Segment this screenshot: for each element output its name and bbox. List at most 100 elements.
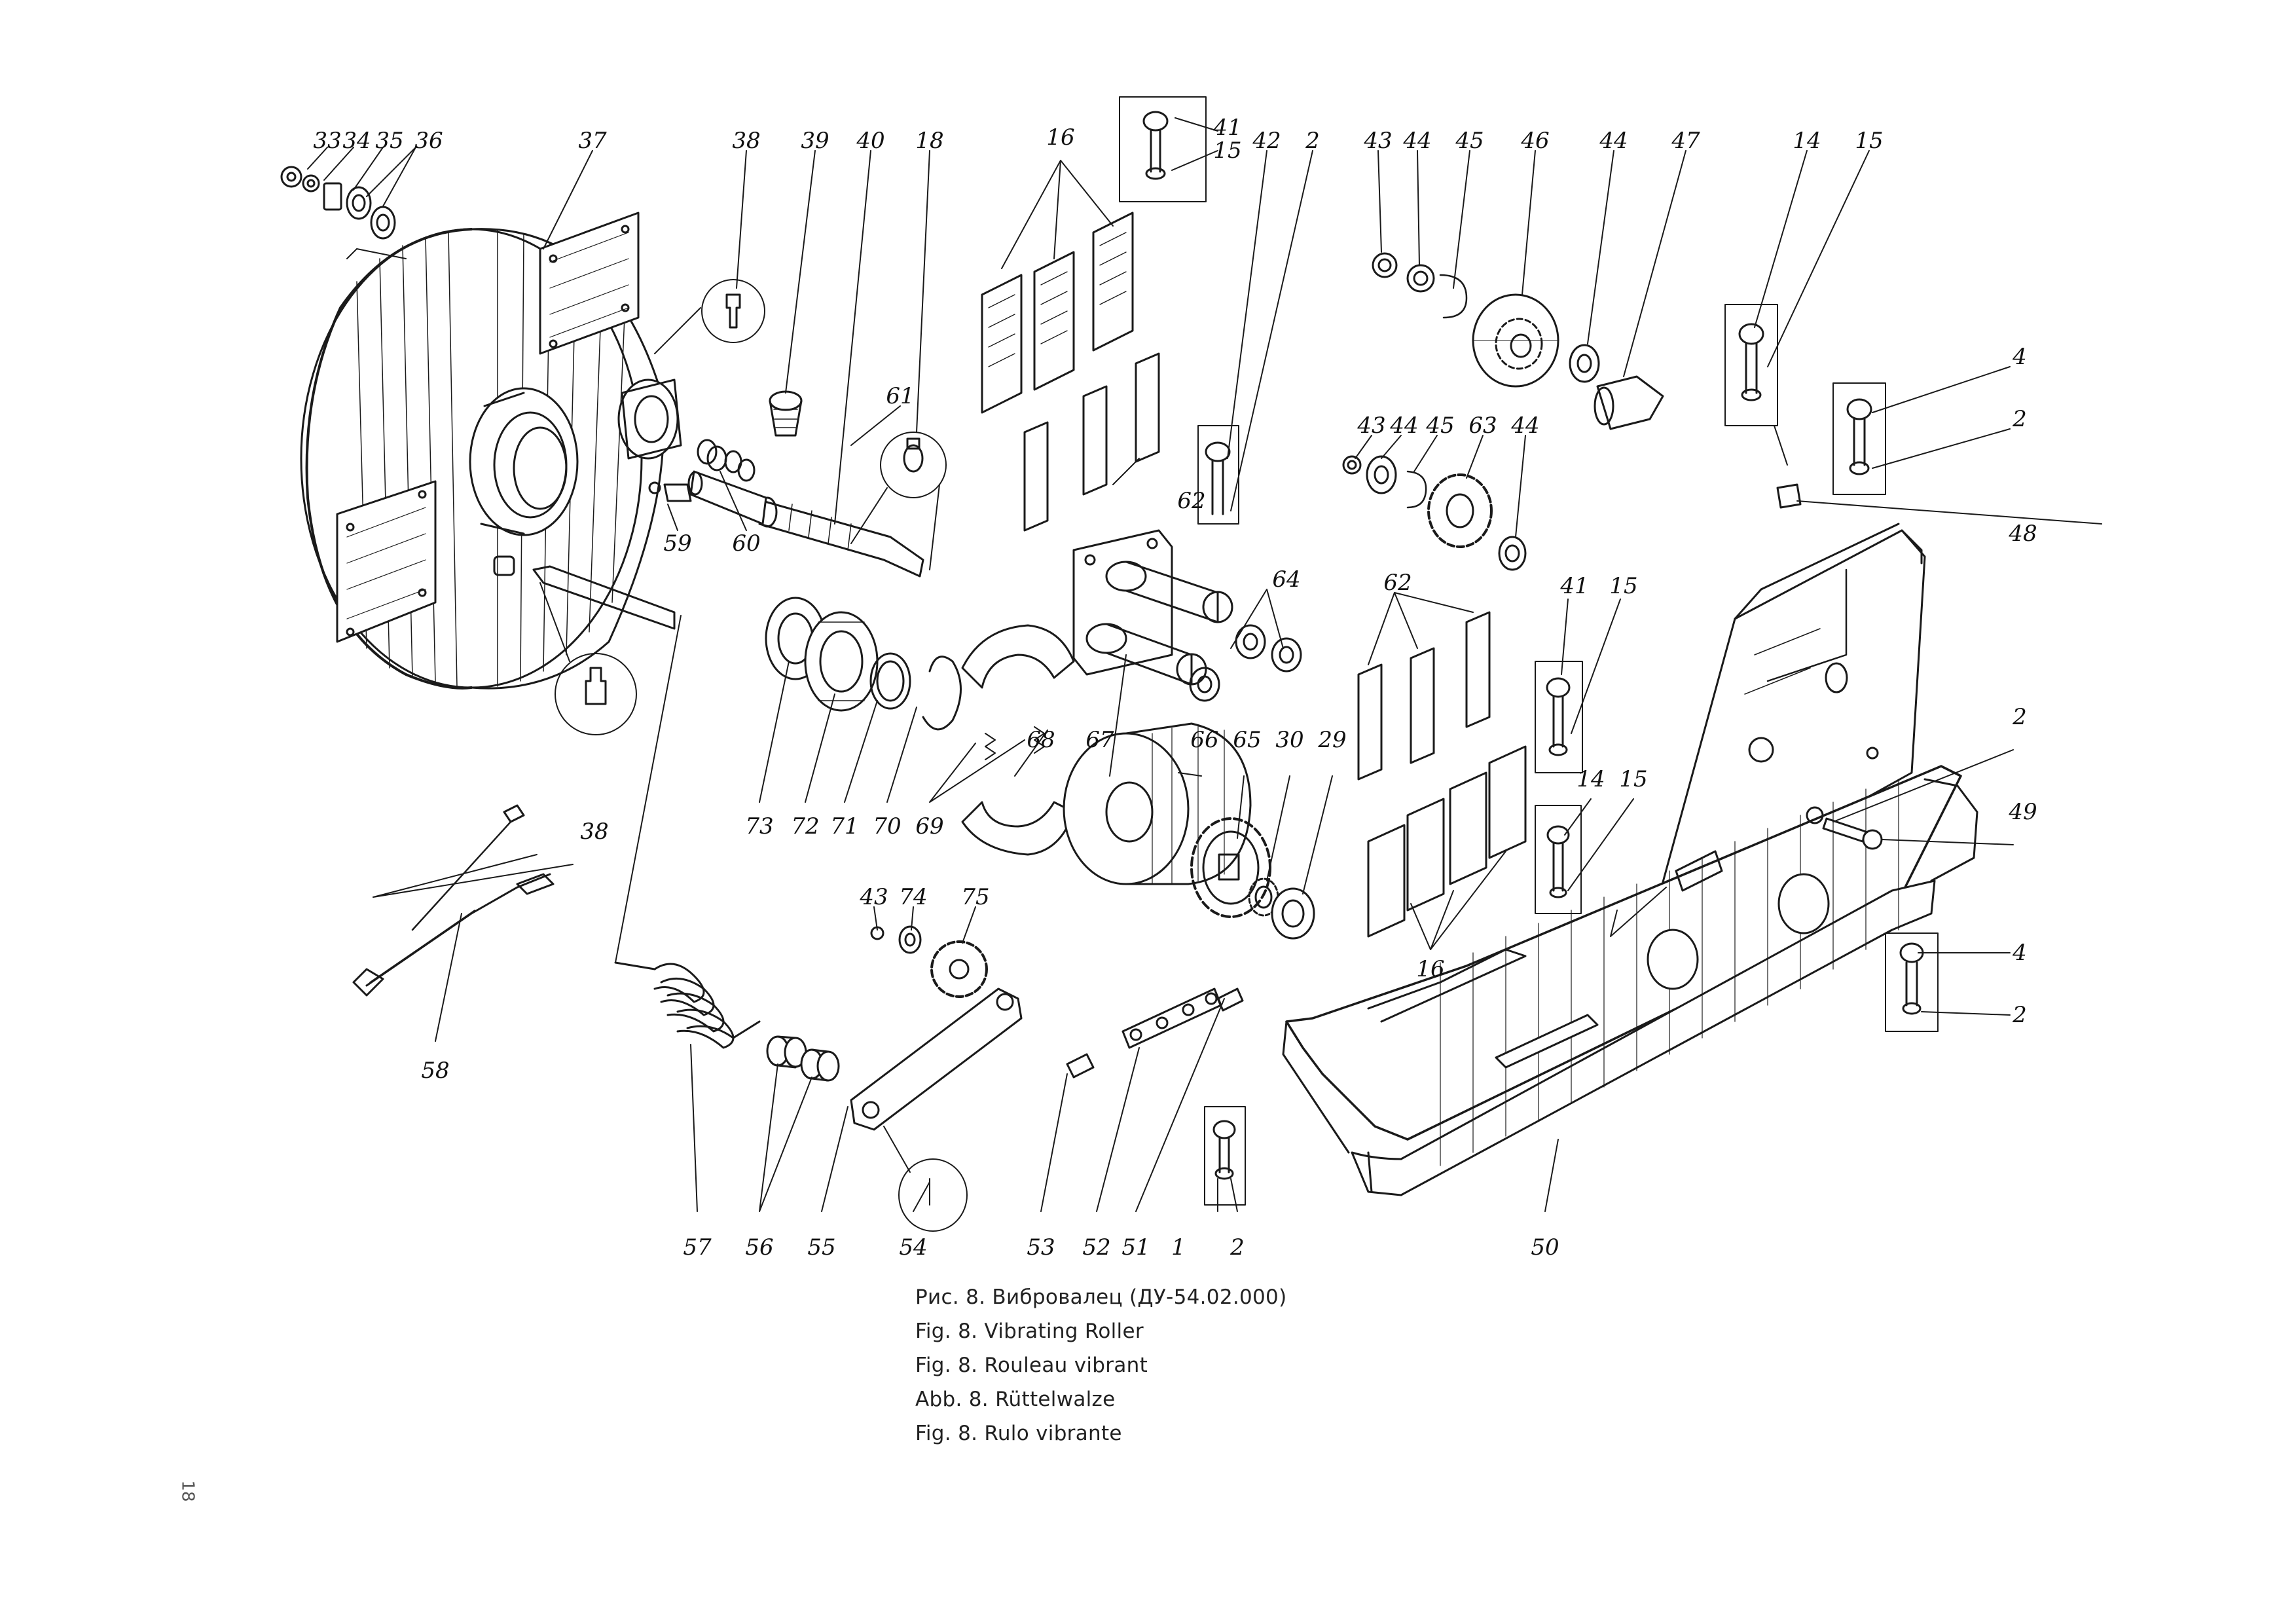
callout-label: 44 (1599, 128, 1628, 154)
callout-label: 43 (1364, 128, 1393, 154)
callout-label: 41 (1560, 573, 1589, 599)
callout-label: 34 (342, 128, 371, 154)
callout-label: 33 (313, 128, 342, 154)
plates-62-right (1357, 592, 1491, 781)
callout-label: 1 (1171, 1234, 1186, 1261)
callout-label: 74 (899, 884, 928, 910)
cable-58 (352, 804, 574, 997)
plates-16-right (1367, 745, 1527, 950)
callout-label: 64 (1272, 566, 1301, 593)
washers-33-36 (280, 166, 407, 259)
callout-label: 63 (1468, 413, 1497, 439)
callout-label: 46 (1521, 128, 1550, 154)
callout-label: 29 (1318, 727, 1347, 753)
callout-label: 42 (1252, 128, 1281, 154)
page-number: 18 (177, 1480, 198, 1502)
callout-label: 58 (421, 1058, 450, 1084)
callout-label: 2 (1305, 128, 1320, 154)
callout-label: 59 (663, 530, 692, 557)
plug-39 (769, 390, 803, 437)
callout-label: 16 (1046, 124, 1075, 151)
callout-label: 30 (1275, 727, 1304, 753)
callout-label: 15 (1855, 128, 1884, 154)
callout-label: 65 (1233, 727, 1262, 753)
blocks-62-top (1023, 352, 1160, 532)
washers-43-46 (1372, 252, 1600, 388)
caption-french: Fig. 8. Rouleau vibrant (915, 1354, 1148, 1377)
figure-caption: Рис. 8. Вибровалец (ДУ-54.02.000) Fig. 8… (915, 1280, 1374, 1450)
drum-37 (300, 212, 665, 690)
callout-label: 16 (1416, 956, 1445, 982)
callout-label: 49 (2009, 799, 2037, 825)
drum-hub (469, 378, 682, 576)
callout-label: 66 (1190, 727, 1219, 753)
bushings-64 (1189, 624, 1302, 702)
bearing-72 (804, 611, 879, 712)
callout-label: 62 (1383, 570, 1412, 596)
callout-label: 37 (578, 128, 607, 154)
bolt-box-41-15 (1119, 96, 1207, 202)
bolt-box-4-2-bottom (1885, 932, 1939, 1032)
callout-label: 4 (2013, 344, 2027, 370)
callout-label: 43 (860, 884, 888, 910)
callout-label: 45 (1426, 413, 1455, 439)
callout-label: 18 (915, 128, 944, 154)
callout-label: 44 (1511, 413, 1540, 439)
callout-label: 70 (873, 813, 902, 840)
callout-label: 2 (2013, 1002, 2027, 1028)
callout-label: 56 (745, 1234, 774, 1261)
flywheel-66 (1063, 722, 1252, 885)
callout-label: 4 (2013, 940, 2027, 966)
callout-label: 53 (1027, 1234, 1055, 1261)
callout-label: 75 (961, 884, 990, 910)
brake-shoes-68 (961, 624, 1075, 856)
callout-label: 41 (1213, 115, 1242, 141)
frame-50 (1282, 523, 1978, 1196)
callout-label: 45 (1455, 128, 1484, 154)
detail-circle-38-low (532, 565, 682, 963)
callout-label: 15 (1609, 573, 1638, 599)
sprocket-65 (1190, 817, 1271, 918)
callout-label: 38 (580, 819, 609, 845)
detail-circle-18 (850, 432, 947, 570)
callout-label: 57 (683, 1234, 712, 1261)
callout-label: 15 (1213, 138, 1242, 164)
sprocket-75 (870, 925, 988, 998)
callout-label: 43 (1357, 413, 1386, 439)
washers-43-45-low (1342, 455, 1527, 571)
bolt-49 (1806, 806, 1883, 850)
circlip-70 (922, 655, 962, 731)
lever-55 (850, 987, 1023, 1232)
small-parts-59-61 (648, 439, 756, 502)
callout-label: 51 (1121, 1234, 1150, 1261)
callout-label: 55 (807, 1234, 836, 1261)
plates-16-top (981, 160, 1134, 414)
callout-label: 54 (899, 1234, 928, 1261)
bolt-box-41-15-right (1535, 661, 1583, 773)
bushings-56 (766, 1035, 840, 1082)
callout-label: 2 (2013, 406, 2027, 432)
callout-label: 68 (1027, 727, 1055, 753)
chain-52 (1066, 987, 1244, 1079)
callout-label: 2 (2013, 704, 2027, 730)
callout-label: 61 (886, 383, 915, 409)
callout-label: 48 (2009, 521, 2037, 547)
detail-circle-38-top (654, 279, 765, 354)
callout-label: 36 (414, 128, 443, 154)
caption-russian: Рис. 8. Вибровалец (ДУ-54.02.000) (915, 1285, 1287, 1309)
nut-29 (1271, 887, 1315, 940)
shaft-40 (687, 470, 924, 578)
callout-label: 44 (1403, 128, 1432, 154)
bolt-box-14-15-top (1724, 304, 2102, 525)
callout-label: 71 (830, 813, 859, 840)
callout-label: 67 (1085, 727, 1114, 753)
bracket-67 (1072, 529, 1233, 686)
callout-label: 40 (856, 128, 885, 154)
bolt-box-14-15-right (1535, 805, 1582, 914)
callout-label: 2 (1230, 1234, 1245, 1261)
callout-label: 38 (732, 128, 761, 154)
callout-label: 14 (1576, 766, 1605, 792)
callout-label: 60 (732, 530, 761, 557)
callout-label: 69 (915, 813, 944, 840)
